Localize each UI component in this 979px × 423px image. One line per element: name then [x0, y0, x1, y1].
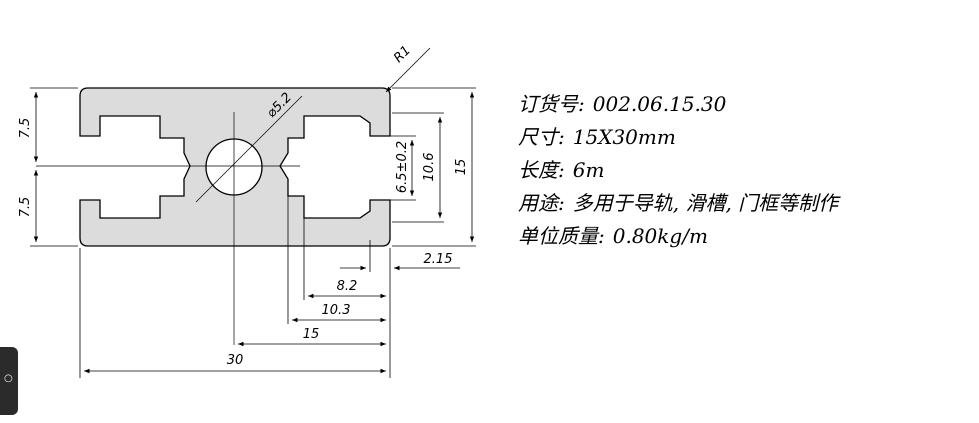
spec-order-number: 订货号:002.06.15.30 [518, 92, 727, 116]
dim-half-height-top: 7.5 [18, 118, 33, 139]
dim-half-height-bottom: 7.5 [18, 197, 33, 218]
spec-list: 订货号:002.06.15.30 尺寸:15X30mm 长度:6m 用途:多用于… [518, 92, 841, 248]
dim-radius-leader [385, 47, 431, 93]
dim-inner-height: 10.6 [422, 153, 437, 182]
dim-half-width: 15 [303, 327, 320, 342]
dim-slot-outer: 10.3 [322, 303, 351, 318]
dim-widths [79, 196, 460, 378]
dot-icon: ○ [4, 373, 13, 384]
dim-right-heights [372, 87, 476, 247]
spec-size: 尺寸:15X30mm [518, 125, 676, 149]
dim-total-width: 30 [227, 353, 244, 368]
dim-radius: R1 [391, 43, 414, 66]
dim-left-heights [30, 87, 78, 247]
center-lines [36, 95, 303, 345]
spec-length: 长度:6m [518, 158, 604, 182]
spec-unit-mass: 单位质量:0.80kg/m [518, 224, 708, 248]
dim-slot-height: 6.5±0.2 [395, 141, 410, 193]
spec-usage: 用途:多用于导轨, 滑槽, 门框等制作 [518, 191, 841, 215]
dim-total-height: 15 [454, 159, 469, 176]
dim-slot-depth: 8.2 [337, 279, 358, 294]
dim-lip: 2.15 [424, 252, 453, 267]
side-panel-tab[interactable]: ○ [0, 347, 18, 415]
